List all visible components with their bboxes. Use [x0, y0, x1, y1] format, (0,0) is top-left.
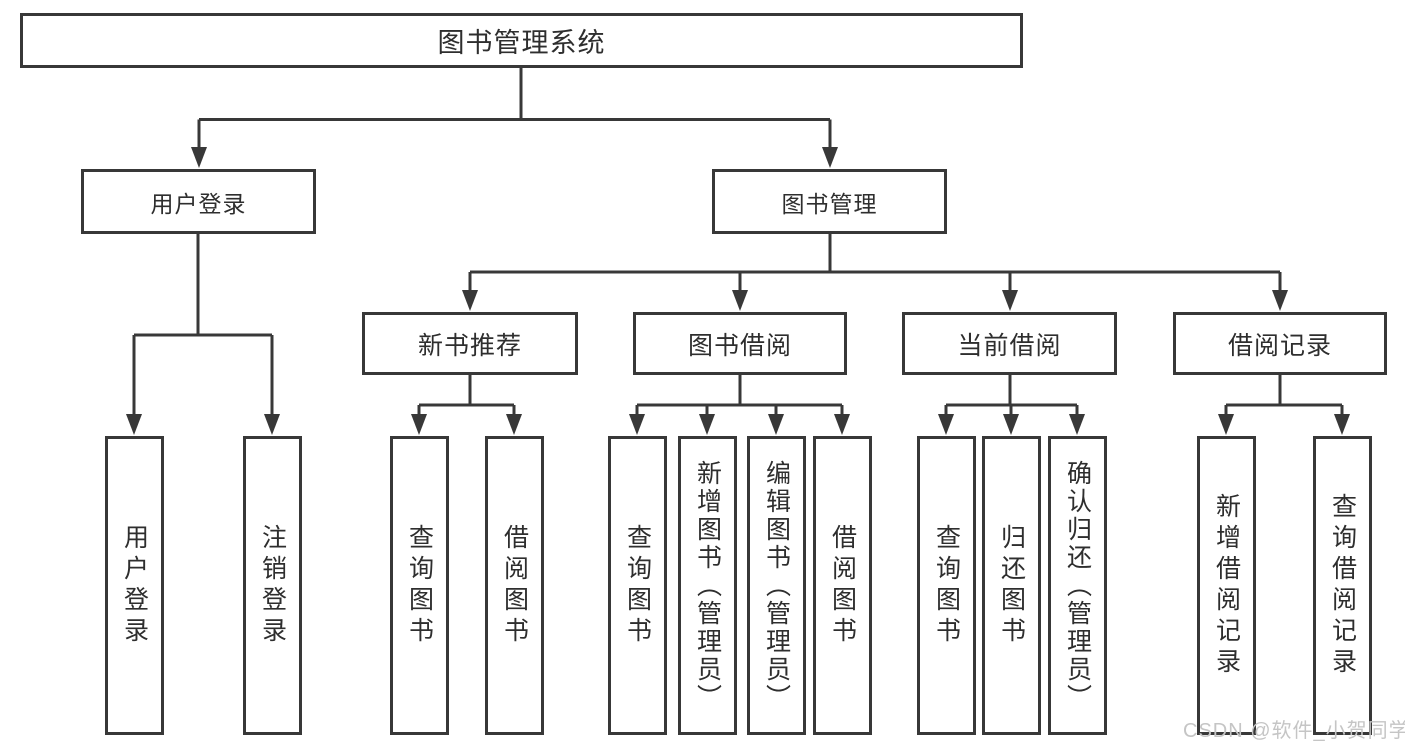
- leaf-borrow-books-recommend: 借阅图书: [485, 436, 544, 735]
- watermark-text: CSDN @软件_小贺同学: [1183, 720, 1405, 742]
- book-management-branch-lines: [468, 234, 1282, 293]
- node-user-login: 用户登录: [81, 169, 316, 234]
- user-login-branch-lines: [132, 234, 274, 418]
- node-book-borrowing: 图书借阅: [633, 312, 847, 375]
- leaf-borrow-books-borrowing: 借阅图书: [813, 436, 872, 735]
- new-book-branch-lines: [417, 375, 516, 418]
- root-to-level2-lines: [197, 68, 832, 150]
- leaf-query-books-current: 查询图书: [917, 436, 976, 735]
- node-book-management: 图书管理: [712, 169, 947, 234]
- node-current-borrowing: 当前借阅: [902, 312, 1117, 375]
- leaf-return-books: 归还图书: [982, 436, 1041, 735]
- leaf-logout-login: 注销登录: [243, 436, 302, 735]
- leaf-edit-books-admin: 编辑图书（管理员）: [747, 436, 806, 735]
- leaf-query-books-borrowing: 查询图书: [608, 436, 667, 735]
- node-new-book-recommendation: 新书推荐: [362, 312, 578, 375]
- node-borrowing-records: 借阅记录: [1173, 312, 1387, 375]
- leaf-user-login: 用户登录: [105, 436, 164, 735]
- node-library-system-root: 图书管理系统: [20, 13, 1023, 68]
- leaf-confirm-return-admin: 确认归还（管理员）: [1048, 436, 1107, 735]
- arrowheads: [126, 147, 1350, 435]
- leaf-add-books-admin: 新增图书（管理员）: [678, 436, 737, 735]
- borrow-records-branch-lines: [1224, 374, 1344, 418]
- current-borrow-branch-lines: [944, 374, 1079, 418]
- book-borrow-branch-lines: [635, 375, 844, 418]
- leaf-add-borrow-record: 新增借阅记录: [1197, 436, 1256, 735]
- leaf-query-books-recommend: 查询图书: [390, 436, 449, 735]
- leaf-query-borrow-record: 查询借阅记录: [1313, 436, 1372, 735]
